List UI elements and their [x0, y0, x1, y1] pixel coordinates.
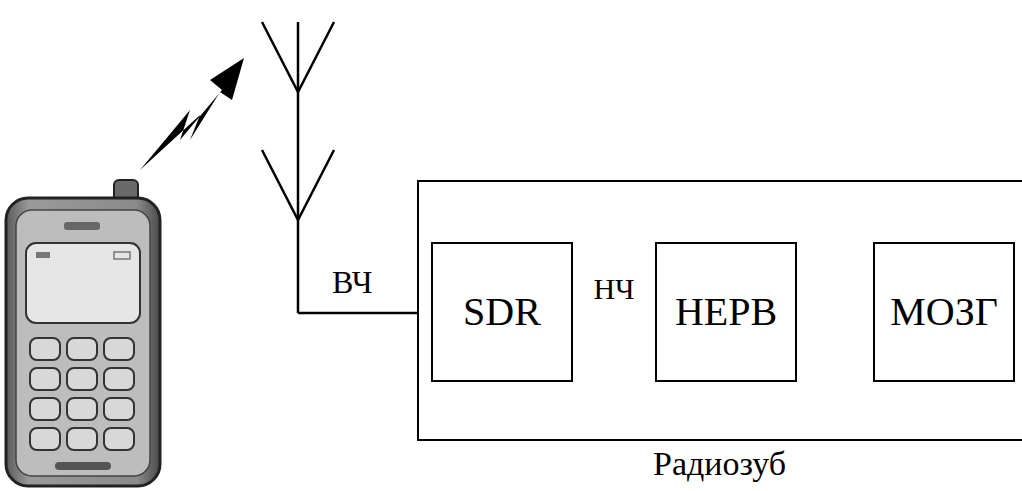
signal-name: НЧ	[591, 274, 636, 304]
sdr-block: SDR	[431, 242, 573, 382]
signal-name: ВЧ	[330, 266, 375, 298]
antenna	[262, 22, 419, 313]
mobile-phone	[6, 180, 160, 486]
radio-signal-bolt	[140, 58, 244, 170]
housing-title: Радиозуб	[653, 445, 786, 482]
block-name: SDR	[463, 292, 541, 332]
brain-block: МОЗГ	[873, 242, 1015, 382]
system-housing: РадиозубSDRНЕРВМОЗГ	[417, 180, 1022, 441]
nerve-block: НЕРВ	[655, 242, 797, 382]
rf-wire	[298, 312, 419, 315]
block-name: МОЗГ	[890, 292, 998, 332]
block-name: НЕРВ	[675, 292, 777, 332]
